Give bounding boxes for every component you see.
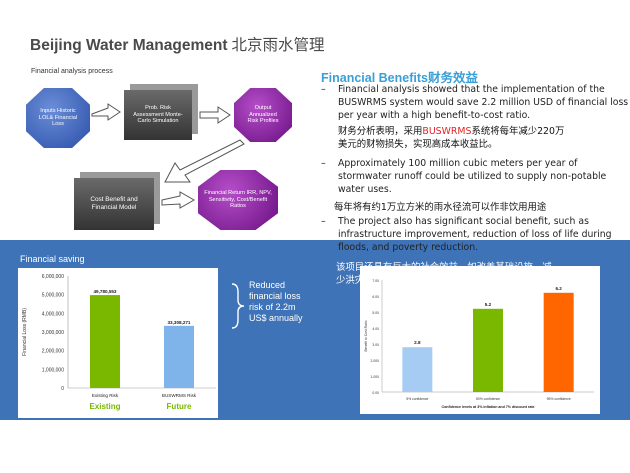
chart1-ytick: 2,000,000	[42, 349, 64, 355]
benefit-bullet-2: –Approximately 100 million cubic meters …	[321, 158, 607, 195]
chart2-ytick: 0.00	[372, 391, 379, 395]
chart1-bar	[164, 325, 194, 388]
chart2-ytick: 5.00	[372, 311, 379, 315]
cba-node: Cost Benefit and Financial Model	[74, 178, 154, 230]
chart1-ytick: 5,000,000	[42, 293, 64, 299]
benefit-cn-1b: 美元的财物损失，实现高成本收益比。	[338, 139, 498, 150]
chart1-ytick: 6,000,000	[42, 274, 64, 280]
prob-node: Prob. Risk Assessment Monte-Carlo Simula…	[124, 90, 192, 140]
chart1-xtick: BUSWRMS Risk	[162, 393, 197, 398]
title-cn: 北京雨水管理	[231, 36, 325, 54]
process-arrows	[91, 103, 245, 209]
chart2-xtick: 50% confidence	[476, 397, 500, 401]
chart1-future-label: Future	[167, 402, 192, 411]
chart2-value-label: 5.2	[485, 302, 492, 307]
financial-saving-title: Financial saving	[20, 254, 85, 264]
benefit-cost-chart: 0.00 1.000 2.000 3.00 4.00 5.00 6.00 7.00Benefi…	[360, 266, 600, 414]
chart1-value-label: 33,308,271	[168, 320, 191, 325]
chart1-ytick: 4,000,000	[42, 311, 64, 317]
chart2-ytick: 6.00	[372, 295, 379, 299]
chart1-ytick: 0	[61, 386, 64, 392]
arrow-inputs-prob	[91, 103, 121, 121]
chart2-bar	[473, 308, 503, 392]
title-en: Beijing Water Management	[30, 37, 228, 54]
chart2-ytick: 2.000	[371, 359, 380, 363]
chart1-bar	[90, 295, 120, 388]
chart2-bar	[402, 347, 433, 392]
chart1-ytick: 1,000,000	[42, 367, 64, 373]
benefit-bullet-1: –Financial analysis showed that the impl…	[321, 84, 629, 121]
bottom-margin	[0, 420, 630, 473]
chart2-ytick: 1.000	[371, 375, 380, 379]
benefit-cn-1a: 财务分析表明，采用BUSWRMS系统将每年减少220万	[338, 126, 565, 137]
reduced-loss-note: Reduced financial loss risk of 2.2m US$ …	[249, 280, 303, 323]
chart1-ylabel: Financial Loss (RMB)	[22, 308, 28, 356]
arrow-prob-output	[199, 106, 231, 124]
chart1-xtick: Existing Risk	[92, 393, 119, 398]
chart2-xlabel: Confidence levels at 3% inflation and 7%…	[441, 405, 534, 409]
output-node: Output Annualized Risk Profiles	[234, 88, 292, 142]
benefit-bullet-3: –The project also has significant social…	[321, 216, 612, 253]
chart2-value-label: 2.8	[414, 340, 421, 345]
chart2-bar	[543, 292, 574, 392]
chart2-ytick: 3.00	[372, 343, 379, 347]
inputs-node: Inputs Historic LOL& Financial Loss	[26, 88, 90, 148]
chart1-value-label: 49,780,553	[94, 289, 117, 294]
process-title: Financial analysis process	[31, 68, 113, 75]
financial-loss-chart: 0 1,000,000 2,000,000 3,000,000 4,000,000 5,0…	[18, 268, 218, 418]
chart1-existing-label: Existing	[89, 402, 120, 411]
chart2-ytick: 4.00	[372, 327, 379, 331]
benefits-title: Financial Benefits财务效益	[321, 70, 478, 85]
chart2-ylabel: Benefit to Cost Ratio	[364, 320, 368, 351]
brace-icon	[231, 283, 245, 329]
chart2-value-label: 6.2	[555, 286, 562, 291]
return-node: Financial Return IRR, NPV, Sensitivity, …	[198, 170, 278, 230]
chart2-xtick: 95% confidence	[547, 397, 571, 401]
chart1-ytick: 3,000,000	[42, 330, 64, 336]
arrow-cba-return	[161, 191, 196, 209]
chart2-ytick: 7.00	[372, 279, 379, 283]
arrow-output-cba	[164, 139, 245, 183]
benefit-cn-2: 每年将有约1万立方米的雨水径流可以作非饮用用途	[334, 202, 547, 213]
chart2-xtick: 5% confidence	[406, 397, 428, 401]
